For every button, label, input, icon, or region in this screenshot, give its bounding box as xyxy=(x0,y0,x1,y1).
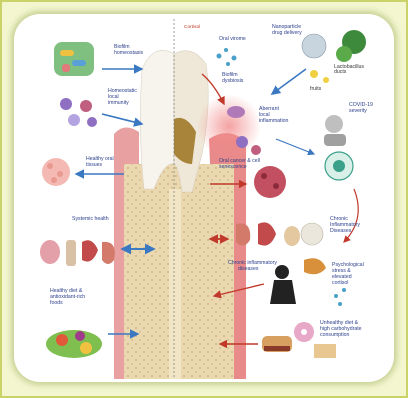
oral-virome-icon xyxy=(217,48,237,66)
arrow-nanoparticle xyxy=(272,69,306,94)
arrow-immunity xyxy=(102,114,142,124)
cancer-cells-icon xyxy=(254,166,286,198)
label-aberrant-inflammation: Aberrantlocalinflammation xyxy=(259,106,289,124)
covid-virus-icon xyxy=(325,152,353,180)
label-healthy-diet: Healthy diet &antioxidant-richfoods xyxy=(50,288,85,306)
diagram-card: Cortisol Nanoparticledrug delivery Oral … xyxy=(14,14,394,382)
label-biofilm-dysbiosis: Biofilmdysbiosis xyxy=(222,72,244,84)
label-systemic-health: Systemic health xyxy=(72,216,109,222)
nanoparticle-icon xyxy=(302,30,366,83)
biofilm-icon xyxy=(54,42,94,76)
oral-health-diagram: Cortisol Nanoparticledrug delivery Oral … xyxy=(14,14,394,382)
healthy-food-icon xyxy=(46,330,102,358)
chronic-organs-icon xyxy=(236,222,323,246)
label-lactobacillus: Lactobacillusducts xyxy=(334,64,364,75)
label-covid: COVID-19severity xyxy=(349,102,373,114)
healthy-tissue-icon xyxy=(42,158,70,186)
bone-center xyxy=(169,189,181,379)
immune-cells-icon xyxy=(60,98,97,127)
label-biofilm-homeostasis: Biofilmhomeostasis xyxy=(114,44,144,56)
organs-icon xyxy=(40,240,115,266)
label-nanoparticle: Nanoparticledrug delivery xyxy=(272,24,302,36)
patient-icon xyxy=(324,115,346,146)
label-unhealthy-diet: Unhealthy diet &high carbohydrateconsump… xyxy=(320,320,362,338)
label-oral-virome: Oral virome xyxy=(219,36,246,42)
bone-right xyxy=(174,164,234,379)
label-healthy-oral-tissues: Healthy oraltissues xyxy=(86,156,114,168)
arrow-covid xyxy=(276,139,314,154)
label-oral-cancer: Oral cancer & cellsenescence xyxy=(219,158,260,170)
label-chronic-inflammatory-right: ChronicInflammatoryDiseases xyxy=(330,216,360,234)
label-fruits: fruits xyxy=(310,86,322,92)
label-cortisol: Cortisol xyxy=(184,24,200,30)
label-homeostatic-immunity: Homeostaticlocalimmunity xyxy=(108,88,137,106)
label-psychological-stress: Psychologicalstress &elevatedcortisol xyxy=(332,262,364,286)
